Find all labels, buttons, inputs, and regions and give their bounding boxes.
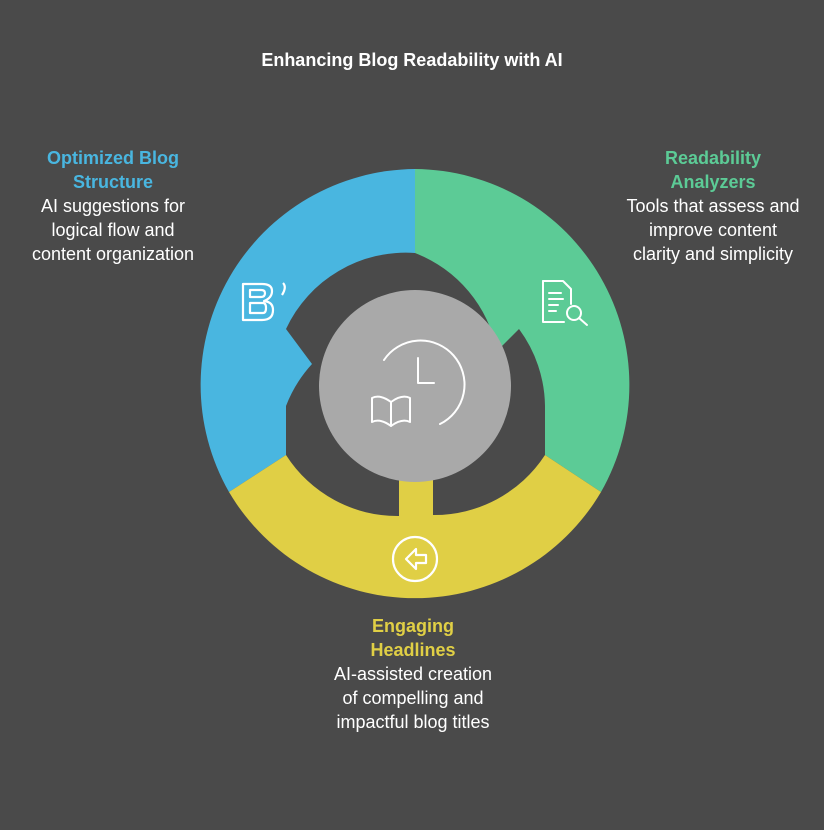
- headlines-description: AI-assisted creation of compelling and i…: [333, 664, 493, 732]
- structure-description: AI suggestions for logical flow and cont…: [31, 196, 195, 264]
- diagram-title: Enhancing Blog Readability with AI: [261, 50, 563, 70]
- segment-structure: [200, 169, 415, 492]
- center-circle: [319, 290, 511, 482]
- bold-text-icon: [241, 282, 286, 322]
- segment-analyzers: [415, 169, 630, 492]
- clock-book-icon: [371, 339, 466, 427]
- label-analyzers: Readability Analyzers Tools that assess …: [624, 146, 802, 266]
- document-search-icon: [542, 280, 588, 326]
- segment-headlines: [229, 455, 601, 599]
- structure-heading: Optimized Blog Structure: [47, 148, 179, 192]
- arrow-left-circle-icon: [391, 535, 439, 583]
- analyzers-description: Tools that assess and improve content cl…: [626, 196, 800, 264]
- analyzers-heading: Readability Analyzers: [664, 148, 762, 192]
- headlines-heading: Engaging Headlines: [370, 616, 456, 660]
- label-structure: Optimized Blog Structure AI suggestions …: [24, 146, 202, 266]
- label-headlines: Engaging Headlines AI-assisted creation …: [330, 614, 496, 734]
